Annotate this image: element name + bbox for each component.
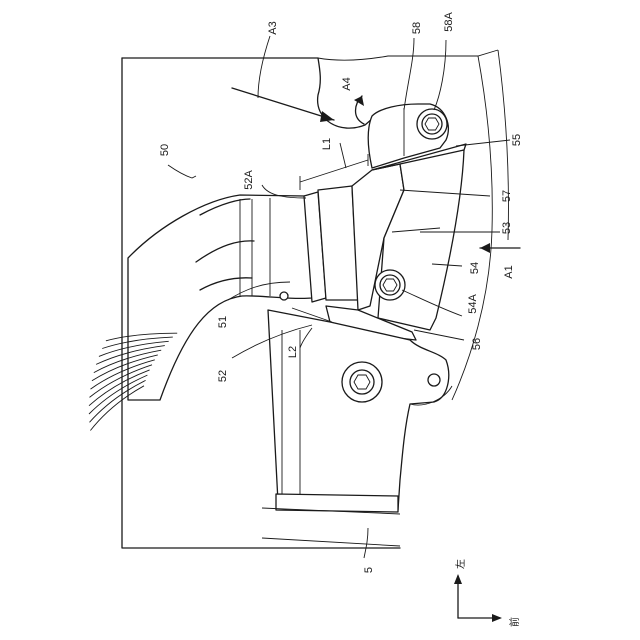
label-57: 57: [501, 190, 513, 202]
label-51: 51: [217, 316, 229, 328]
bolt-58A: [417, 109, 447, 139]
label-58: 58: [411, 22, 423, 34]
compass-front-label: 前: [508, 617, 521, 627]
mount-hole: [428, 374, 440, 386]
direction-compass: [454, 574, 502, 622]
bolt-lower: [342, 362, 382, 402]
label-54A: 54A: [467, 294, 479, 314]
bolt-54A: [375, 270, 405, 300]
label-A4: A4: [341, 77, 353, 90]
label-5: 5: [363, 567, 375, 573]
label-55: 55: [511, 134, 523, 146]
arrow-A4: [354, 96, 364, 124]
label-56: 56: [471, 338, 483, 350]
label-52A: 52A: [243, 170, 255, 190]
label-53: 53: [501, 222, 513, 234]
side-member: [262, 508, 400, 546]
compass-left-label: 左: [454, 559, 467, 569]
arrow-A1: [480, 243, 520, 253]
label-54: 54: [469, 262, 481, 274]
label-A1: A1: [503, 265, 515, 278]
label-L1: L1: [321, 138, 333, 150]
label-58A: 58A: [443, 12, 455, 32]
label-50: 50: [159, 144, 171, 156]
lower-support: [268, 310, 452, 512]
label-52: 52: [217, 370, 229, 382]
label-L2: L2: [287, 346, 299, 358]
label-A3: A3: [267, 21, 279, 34]
duct-flange: [304, 186, 358, 302]
